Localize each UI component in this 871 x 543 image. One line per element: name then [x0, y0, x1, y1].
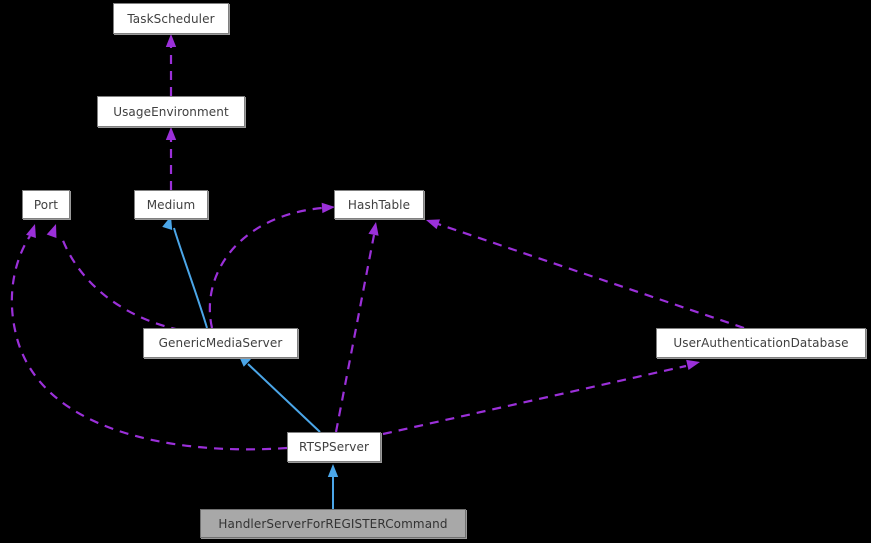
class-node-rtspserver[interactable]: RTSPServer: [287, 432, 381, 462]
class-node-label: HandlerServerForREGISTERCommand: [218, 516, 448, 531]
edge-genericserver-port: [60, 237, 181, 332]
arrowhead-genericserver-port: [46, 224, 57, 238]
arrowhead-handlerserver-rtspserver: [327, 464, 339, 477]
arrowhead-rtspserver-hashtable: [368, 222, 379, 236]
class-node-label: RTSPServer: [299, 440, 369, 454]
class-node-usageenvironment[interactable]: UsageEnvironment: [97, 96, 245, 127]
arrowhead-rtspserver-port: [26, 224, 36, 238]
class-node-label: TaskScheduler: [127, 11, 215, 26]
class-node-label: Port: [33, 197, 59, 212]
class-node-label: UserAuthenticationDatabase: [673, 336, 849, 350]
class-node-medium[interactable]: Medium: [134, 190, 208, 219]
class-node-genericmediaserver[interactable]: GenericMediaServer: [143, 328, 298, 358]
class-node-taskscheduler[interactable]: TaskScheduler: [113, 3, 229, 34]
edge-genericserver-medium: [173, 227, 208, 329]
class-node-label: HashTable: [347, 197, 411, 212]
arrowhead-genericserver-hashtable: [321, 202, 335, 214]
arrowhead-medium-usageenv: [165, 127, 177, 140]
edge-rtspserver-hashtable: [334, 234, 376, 433]
edge-userauthdb-hashtable: [437, 222, 745, 330]
edge-rtspserver-genericserver: [247, 363, 321, 433]
class-node-label: UsageEnvironment: [113, 104, 229, 119]
class-node-port[interactable]: Port: [22, 190, 70, 219]
arrowhead-rtspserver-userauthdb: [686, 359, 700, 370]
edge-rtspserver-userauthdb: [382, 364, 687, 436]
class-node-userauthenticationdatabase[interactable]: UserAuthenticationDatabase: [656, 328, 866, 358]
class-node-handlerserverforregistercommand: HandlerServerForREGISTERCommand: [200, 509, 466, 538]
arrowhead-usageenv-taskscheduler: [165, 34, 177, 47]
class-node-hashtable[interactable]: HashTable: [334, 190, 424, 219]
class-node-label: GenericMediaServer: [158, 336, 283, 350]
arrowhead-userauthdb-hashtable: [426, 219, 440, 230]
class-node-label: Medium: [146, 197, 196, 212]
edge-genericserver-hashtable: [208, 206, 323, 329]
